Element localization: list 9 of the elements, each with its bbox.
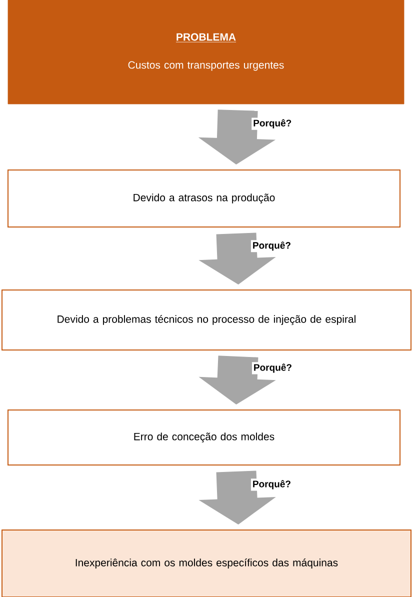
cause-box: Erro de conceção dos moldes: [8, 410, 400, 466]
edge-label: Porquê?: [252, 118, 294, 130]
edge-label: Porquê?: [250, 478, 292, 491]
edge-label: Porquê?: [250, 240, 292, 252]
edge-label: Porquê?: [252, 362, 294, 374]
cause-box: Devido a atrasos na produção: [8, 170, 400, 228]
root-cause-box: Inexperiência com os moldes específicos das máquinas: [2, 530, 412, 597]
problem-box: PROBLEMA Custos com transportes urgentes: [8, 0, 404, 104]
cause-box: Devido a problemas técnicos no processo de injeção de espiral: [2, 290, 412, 350]
